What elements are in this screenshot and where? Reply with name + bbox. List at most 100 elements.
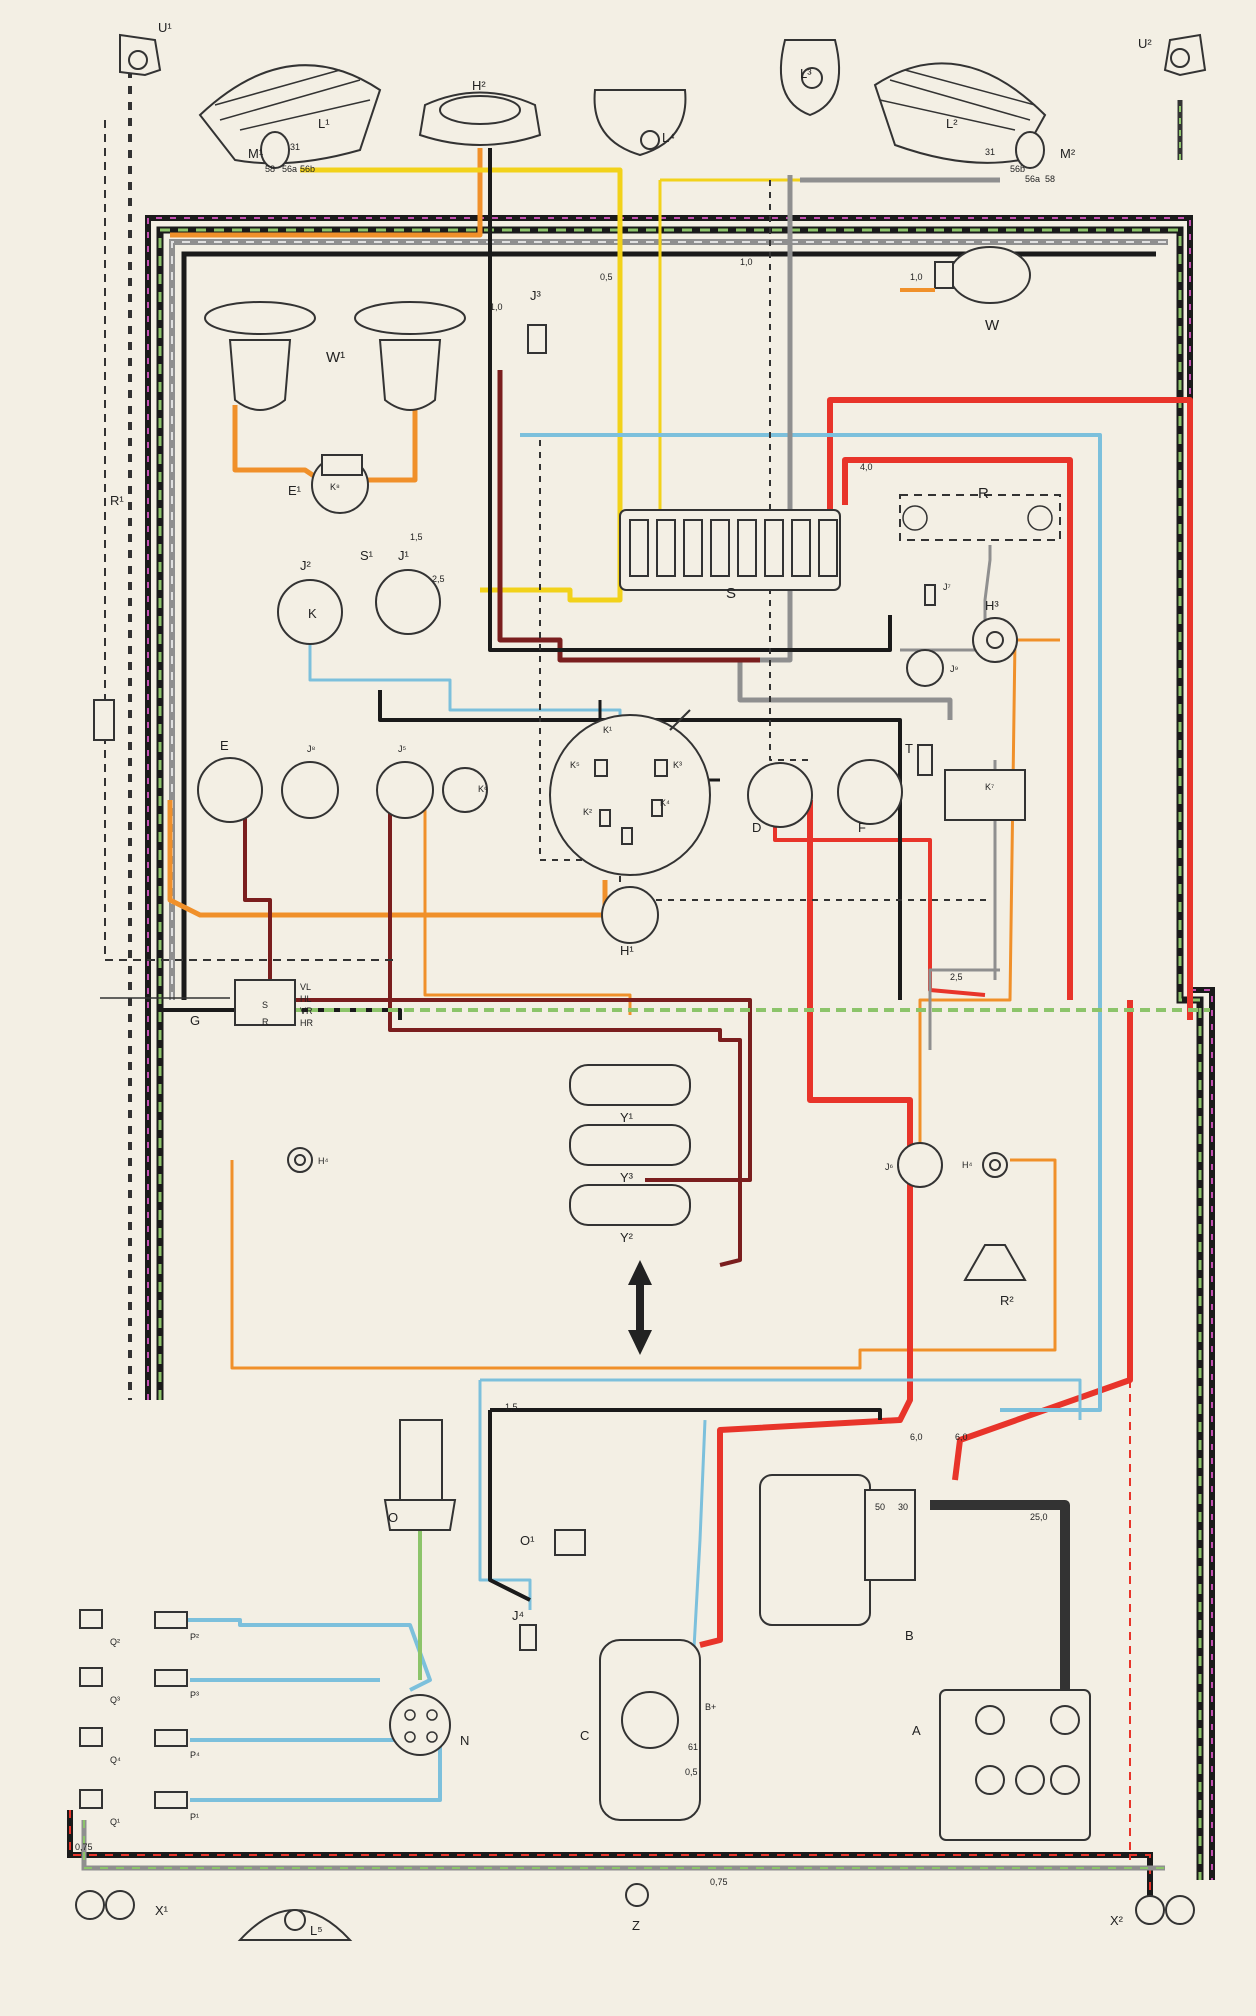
label-M2: M² bbox=[1060, 146, 1076, 161]
gauge-10-c: 1,0 bbox=[910, 272, 923, 282]
label-W: W bbox=[985, 317, 1000, 334]
gauge-05-a: 0,5 bbox=[600, 272, 613, 282]
resistor-Y1 bbox=[569, 1064, 691, 1106]
label-Y2: Y² bbox=[620, 1230, 634, 1245]
gauge-250: 25,0 bbox=[1030, 1512, 1048, 1522]
battery-A bbox=[939, 1689, 1091, 1841]
label-Y3: Y³ bbox=[620, 1170, 634, 1185]
horn-button-H3 bbox=[972, 617, 1018, 663]
main-harness bbox=[67, 215, 1215, 1900]
starter-B bbox=[759, 1474, 916, 1626]
signal-wires bbox=[104, 70, 1210, 1860]
headlight-left bbox=[198, 64, 382, 169]
label-tS: S bbox=[262, 1000, 268, 1010]
label-N: N bbox=[460, 1733, 469, 1748]
speaker-R2 bbox=[963, 1244, 1027, 1281]
gauge-15-a: 1,5 bbox=[410, 532, 423, 542]
gauge-075-b: 0,75 bbox=[710, 1877, 728, 1887]
switch-J1 bbox=[375, 569, 441, 635]
gauge-40: 4,0 bbox=[860, 462, 873, 472]
label-J5: J⁵ bbox=[398, 744, 407, 754]
label-L4: L⁴ bbox=[662, 130, 675, 145]
label-U1: U¹ bbox=[158, 20, 172, 35]
label-H1: H¹ bbox=[620, 943, 634, 958]
label-t58-left: 58 bbox=[265, 164, 275, 174]
coil-O bbox=[383, 1419, 457, 1531]
label-L2: L² bbox=[946, 116, 958, 131]
K7 bbox=[944, 769, 1026, 821]
J9 bbox=[906, 649, 944, 687]
regulator-R bbox=[899, 494, 1061, 541]
label-K4: K⁴ bbox=[660, 798, 670, 808]
J6 bbox=[897, 1142, 943, 1188]
label-t56a-left: 56a bbox=[282, 164, 297, 174]
label-K1: K¹ bbox=[603, 725, 612, 735]
label-R1: R¹ bbox=[110, 493, 124, 508]
label-L3: L³ bbox=[800, 66, 812, 81]
label-t30: 30 bbox=[898, 1502, 908, 1512]
switch-E bbox=[197, 757, 263, 823]
label-H4-left: H⁴ bbox=[318, 1156, 328, 1166]
label-K2: K² bbox=[583, 807, 592, 817]
label-Z: Z bbox=[632, 1918, 640, 1933]
label-U2: U² bbox=[1138, 36, 1152, 51]
label-S: S bbox=[726, 585, 736, 602]
antenna-R1 bbox=[93, 699, 115, 741]
lamp-L4 bbox=[593, 89, 687, 157]
label-tVR: VR bbox=[300, 1006, 313, 1016]
label-t58-right: 58 bbox=[1045, 174, 1055, 184]
label-K3: K³ bbox=[673, 760, 682, 770]
warning-light-K6 bbox=[442, 767, 488, 813]
rear-lamp-left bbox=[75, 1890, 135, 1920]
label-O1: O¹ bbox=[520, 1533, 535, 1548]
lamp-L3 bbox=[779, 39, 841, 117]
label-D: D bbox=[752, 820, 761, 835]
label-J1: J¹ bbox=[398, 548, 410, 563]
turn-signal-left bbox=[119, 33, 162, 77]
dimmer-switch-G bbox=[100, 979, 296, 1026]
label-t56a-right: 56a bbox=[1025, 174, 1040, 184]
horn-H1 bbox=[601, 886, 659, 944]
label-G: G bbox=[190, 1013, 200, 1028]
gauge-60-b: 6,0 bbox=[955, 1432, 968, 1442]
label-J2: J² bbox=[300, 558, 312, 573]
label-S1: S¹ bbox=[360, 548, 374, 563]
J7 bbox=[924, 584, 936, 606]
gauge-15-b: 1,5 bbox=[505, 1402, 518, 1412]
label-t56b-right: 56b bbox=[1010, 164, 1025, 174]
label-W1: W¹ bbox=[326, 349, 345, 366]
label-E: E bbox=[220, 738, 229, 753]
label-Q2: Q² bbox=[110, 1637, 120, 1647]
label-J3: J³ bbox=[530, 288, 542, 303]
double-arrow-icon bbox=[628, 1260, 652, 1355]
Z bbox=[625, 1883, 649, 1907]
instrument-cluster bbox=[549, 709, 711, 876]
gauge-10-a: 1,0 bbox=[490, 302, 503, 312]
gauge-075-a: 0,75 bbox=[75, 1842, 93, 1852]
label-K: K bbox=[308, 606, 317, 621]
label-Y1: Y¹ bbox=[620, 1110, 634, 1125]
label-tR: R bbox=[262, 1017, 269, 1027]
label-t56b-left: 56b bbox=[300, 164, 315, 174]
label-M1: M¹ bbox=[248, 146, 264, 161]
headlight-right bbox=[873, 62, 1047, 169]
gauge-60-a: 6,0 bbox=[910, 1432, 923, 1442]
label-P1: P¹ bbox=[190, 1812, 199, 1822]
label-X1: X¹ bbox=[155, 1903, 169, 1918]
switch-J3 bbox=[527, 324, 547, 354]
gauge-25-b: 2,5 bbox=[950, 972, 963, 982]
label-J7: J⁷ bbox=[943, 582, 951, 592]
label-O: O bbox=[388, 1510, 398, 1525]
spark-plugs bbox=[79, 1609, 188, 1809]
label-K7: K⁷ bbox=[985, 782, 994, 792]
switch-J5 bbox=[376, 761, 434, 819]
label-L5: L⁵ bbox=[310, 1923, 323, 1938]
motor-W bbox=[934, 246, 1031, 304]
label-H2: H² bbox=[472, 78, 486, 93]
label-B: B bbox=[905, 1628, 914, 1643]
label-K6: K⁶ bbox=[478, 784, 488, 794]
switch-J2 bbox=[277, 579, 343, 645]
label-t61: 61 bbox=[688, 1742, 698, 1752]
gauge-10-b: 1,0 bbox=[740, 257, 753, 267]
